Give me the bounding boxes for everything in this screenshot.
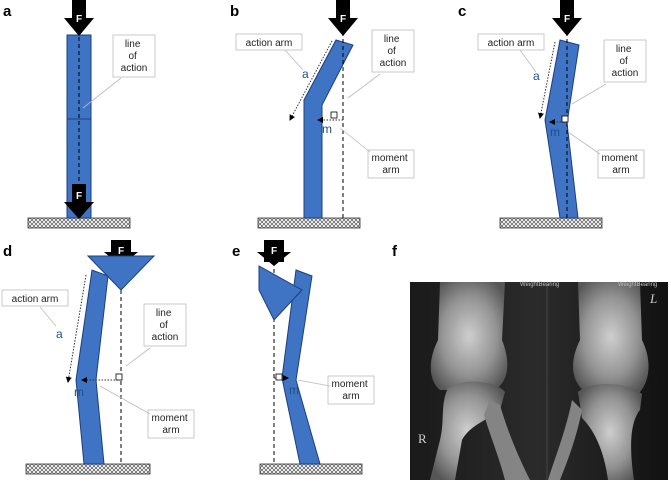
ground-hatch [27, 217, 131, 229]
moment-arm-label: moment arm [602, 153, 641, 176]
panel-label-a: a [3, 3, 12, 20]
bent-limb [75, 269, 109, 465]
callout-leader [339, 127, 371, 153]
ground-hatch [257, 217, 361, 229]
panel-b: b F a m action arm line of action moment… [230, 0, 415, 229]
xray-marker-r: R [418, 431, 427, 446]
callout-leader [519, 49, 537, 73]
action-arm-letter: a [302, 67, 309, 81]
moment-arm-label: moment arm [332, 379, 371, 402]
callout-leader [297, 379, 331, 387]
moment-arm-letter: m [289, 383, 299, 397]
right-angle-marker [275, 373, 283, 381]
left-knee-bones [430, 282, 530, 480]
force-arrow-bottom: F [64, 184, 94, 219]
callout-leader [125, 347, 151, 367]
callout-leader [567, 131, 601, 155]
line-of-action-box [603, 39, 647, 83]
panel-label-f: f [392, 243, 398, 260]
callout-leader [347, 73, 381, 99]
moment-arm-label: moment arm [372, 153, 411, 176]
moment-arm-box [147, 409, 195, 439]
moment-arm-box [597, 149, 645, 179]
action-arm-letter: a [56, 327, 63, 341]
action-arm-label: action arm [488, 38, 535, 49]
action-arm-label: action arm [12, 294, 59, 305]
action-arm-indicator [538, 41, 556, 119]
panel-c: c F a m action arm line of action moment… [458, 0, 647, 229]
ground-hatch [499, 217, 603, 229]
callout-leader [82, 77, 122, 109]
panel-d: d F a m action arm line of action moment… [1, 240, 195, 475]
panel-label-e: e [232, 243, 240, 260]
callout-leader [99, 385, 151, 415]
force-arrow-top: F [257, 240, 291, 266]
right-angle-marker [115, 373, 123, 381]
callout-leader [284, 49, 304, 71]
moment-arm-letter: m [322, 122, 332, 136]
ground-hatch [259, 463, 363, 475]
panel-label-b: b [230, 3, 239, 20]
line-of-action-box [371, 29, 415, 73]
force-arrow-top: F [552, 0, 582, 36]
action-arm-indicator [65, 274, 87, 383]
force-label-top: F [76, 14, 82, 25]
load-wedge [86, 255, 156, 291]
right-angle-marker [330, 111, 338, 119]
line-of-action-box [112, 34, 156, 78]
moment-arm-box [327, 375, 375, 405]
force-arrow-top: F [64, 0, 94, 36]
load-wedge [258, 265, 303, 321]
callout-leader [39, 306, 57, 327]
moment-arm-label: moment arm [152, 413, 191, 436]
action-arm-letter: a [533, 69, 540, 83]
right-knee-bones [548, 282, 649, 480]
line-of-action-label: line of action [380, 34, 407, 69]
line-of-action-label: line of action [121, 39, 148, 74]
bent-limb [303, 39, 354, 219]
panel-label-c: c [458, 3, 466, 20]
right-angle-marker [561, 115, 569, 123]
bent-limb [544, 39, 580, 219]
action-arm-box [477, 33, 545, 51]
xray-header-right: WeightBearing [618, 282, 657, 288]
action-arm-box [235, 33, 303, 51]
force-label-bottom: F [76, 191, 82, 202]
force-label: F [118, 246, 124, 257]
line-of-action-label: line of action [612, 44, 639, 79]
xray-marker-l: L [649, 291, 657, 306]
panel-label-d: d [3, 243, 12, 260]
panel-f: f WeightBearing WeightBearing R L [392, 243, 668, 480]
line-of-action-box [143, 303, 187, 347]
action-arm-label: action arm [246, 38, 293, 49]
force-label: F [340, 14, 346, 25]
xray-header-left: WeightBearing [520, 282, 559, 288]
moment-arm-letter: m [550, 125, 560, 139]
line-of-action-label: line of action [152, 308, 179, 343]
force-label: F [564, 14, 570, 25]
callout-leader [571, 83, 607, 105]
panel-e: e F m moment arm [232, 240, 375, 475]
ground-hatch [25, 463, 151, 475]
force-label: F [271, 246, 277, 257]
moment-arm-box [367, 149, 415, 179]
upper-limb-segment [66, 34, 92, 120]
action-arm-box [1, 289, 69, 307]
force-arrow-top: F [328, 0, 358, 36]
panel-a: a F F line of action [3, 0, 156, 229]
moment-arm-letter: m [74, 385, 84, 399]
